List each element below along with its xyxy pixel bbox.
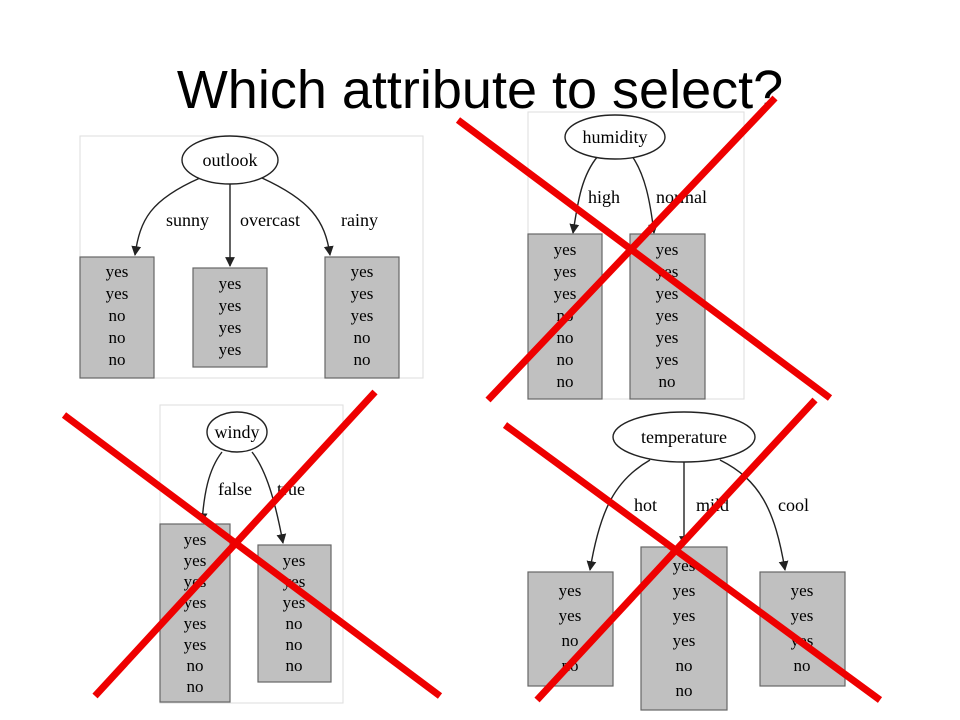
leaf-item: yes: [656, 328, 679, 347]
cross-humidity: [455, 95, 833, 403]
node-outlook: [181, 135, 279, 185]
leaf-item: yes: [673, 606, 696, 625]
leaf-item: yes: [656, 240, 679, 259]
leaf-item: no: [187, 677, 204, 696]
leaf-item: yes: [554, 240, 577, 259]
leaf-item: yes: [184, 635, 207, 654]
leaf-item: yes: [219, 296, 242, 315]
edge-windy-true: [251, 451, 287, 544]
leaf-item: yes: [554, 284, 577, 303]
leaf-item: yes: [559, 606, 582, 625]
leaf-item: yes: [106, 284, 129, 303]
leaf-item: yes: [656, 350, 679, 369]
node-temperature-label: temperature: [641, 427, 727, 447]
node-outlook-label: outlook: [202, 150, 257, 170]
leaf-box-outlook-sunny: [79, 256, 155, 379]
leaf-item: yes: [554, 262, 577, 281]
cross-line: [502, 422, 883, 703]
leaf-item: no: [557, 328, 574, 347]
leaf-item: yes: [219, 274, 242, 293]
leaf-item: yes: [656, 284, 679, 303]
branch-temperature-cool: cool: [778, 495, 809, 515]
branch-outlook-overcast: overcast: [240, 210, 300, 230]
leaf-item: no: [557, 372, 574, 391]
leaf-item: yes: [656, 306, 679, 325]
leaf-item: no: [286, 614, 303, 633]
branch-outlook-sunny: sunny: [166, 210, 209, 230]
leaf-item: no: [187, 656, 204, 675]
edge-outlook-rainy: [261, 177, 334, 256]
node-temperature: [612, 411, 756, 463]
leaf-item: no: [286, 656, 303, 675]
leaf-box-outlook-rainy: [324, 256, 400, 379]
branch-windy-false: false: [218, 479, 252, 499]
slide-title: Which attribute to select?: [176, 60, 784, 120]
leaf-item: yes: [791, 606, 814, 625]
tree-temperature: temperature hot mild cool yes yes no no …: [527, 411, 846, 711]
leaf-item: no: [354, 328, 371, 347]
leaf-item: yes: [184, 614, 207, 633]
cross-line: [455, 117, 833, 401]
cross-line: [485, 95, 778, 403]
leaf-item: no: [109, 328, 126, 347]
leaf-item: no: [286, 635, 303, 654]
leaf-box-outlook-overcast: [192, 267, 268, 368]
node-windy-label: windy: [215, 422, 260, 442]
leaf-item: yes: [351, 306, 374, 325]
leaf-item: yes: [559, 581, 582, 600]
node-humidity: [564, 114, 666, 160]
leaf-item: yes: [184, 530, 207, 549]
leaf-item: yes: [184, 551, 207, 570]
branch-temperature-hot: hot: [634, 495, 657, 515]
branch-outlook-rainy: rainy: [341, 210, 378, 230]
leaf-item: yes: [673, 581, 696, 600]
leaf-item: no: [676, 656, 693, 675]
leaf-item: no: [794, 656, 811, 675]
leaf-item: yes: [219, 340, 242, 359]
leaf-item: yes: [283, 593, 306, 612]
edge-humidity-high: [569, 155, 599, 234]
node-humidity-label: humidity: [582, 127, 647, 147]
leaf-item: no: [562, 631, 579, 650]
leaf-item: yes: [219, 318, 242, 337]
leaf-item: no: [354, 350, 371, 369]
leaf-item: yes: [351, 262, 374, 281]
leaf-item: no: [109, 306, 126, 325]
cross-line: [92, 389, 378, 699]
leaf-item: yes: [791, 581, 814, 600]
cross-windy: [61, 389, 443, 699]
cross-line: [534, 397, 818, 703]
edge-temperature-cool: [719, 459, 789, 571]
node-windy: [206, 411, 268, 453]
edge-outlook-sunny: [131, 177, 201, 256]
cross-line: [61, 412, 443, 699]
tree-humidity: humidity high normal yes yes yes no no n…: [527, 111, 745, 400]
leaf-item: yes: [351, 284, 374, 303]
branch-humidity-high: high: [588, 187, 620, 207]
leaf-item: no: [109, 350, 126, 369]
leaf-item: yes: [106, 262, 129, 281]
leaf-item: yes: [673, 631, 696, 650]
cross-temperature: [502, 397, 883, 703]
tree-outlook: outlook sunny overcast rainy yes yes no …: [79, 135, 424, 379]
leaf-item: no: [659, 372, 676, 391]
leaf-item: no: [676, 681, 693, 700]
leaf-item: yes: [283, 551, 306, 570]
leaf-item: no: [557, 350, 574, 369]
